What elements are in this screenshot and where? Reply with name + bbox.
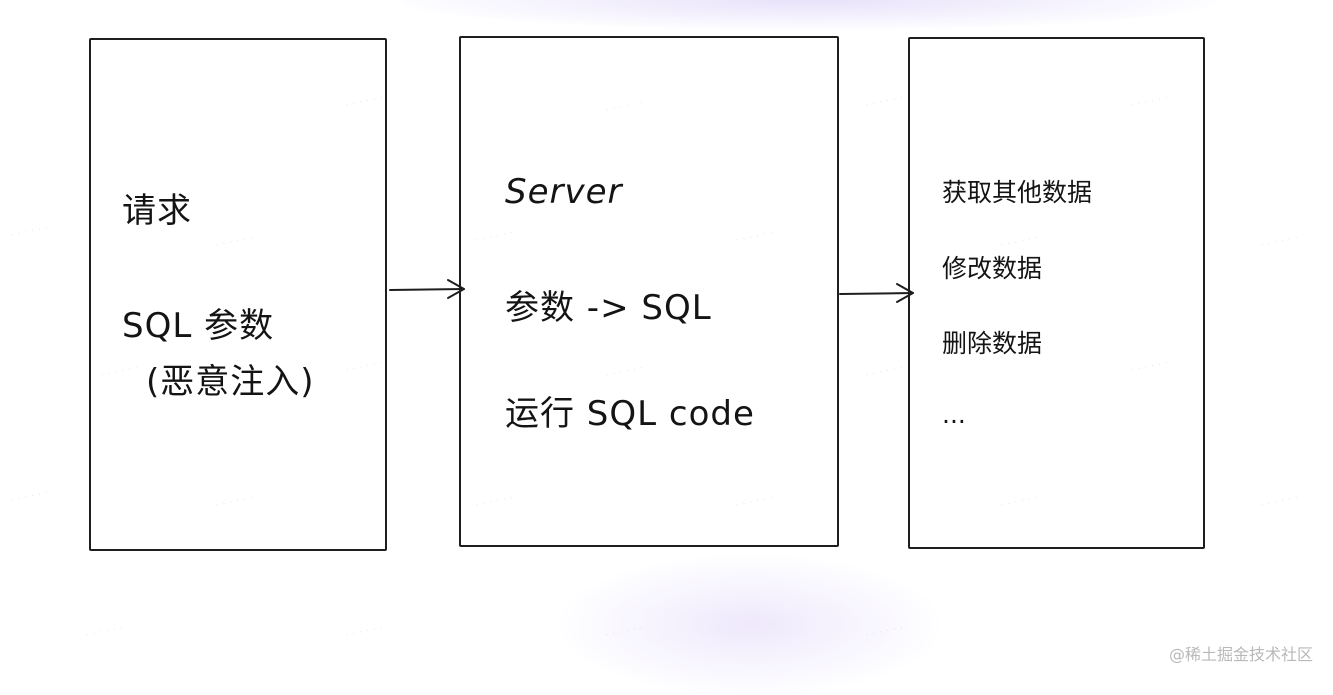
request-box [89,38,387,551]
result-item: 获取其他数据 [942,178,1093,207]
server-box [459,36,839,547]
malicious-injection-label: (恶意注入) [146,362,315,402]
server-title: Server [505,172,623,212]
results-box [908,37,1205,549]
result-item: ... [942,400,966,429]
result-item: 删除数据 [942,329,1043,358]
param-to-sql-label: 参数 -> SQL [505,288,712,328]
request-title: 请求 [122,191,192,231]
result-item: 修改数据 [942,254,1043,283]
run-sql-code-label: 运行 SQL code [505,394,755,434]
arrow-server-to-results [839,283,914,303]
arrow-request-to-server [389,279,465,299]
juejin-watermark: @稀土掘金技术社区 [1168,645,1313,664]
background-decoration-top [400,0,1220,30]
sql-param-label: SQL 参数 [122,306,275,346]
background-decoration-bottom [560,555,940,695]
